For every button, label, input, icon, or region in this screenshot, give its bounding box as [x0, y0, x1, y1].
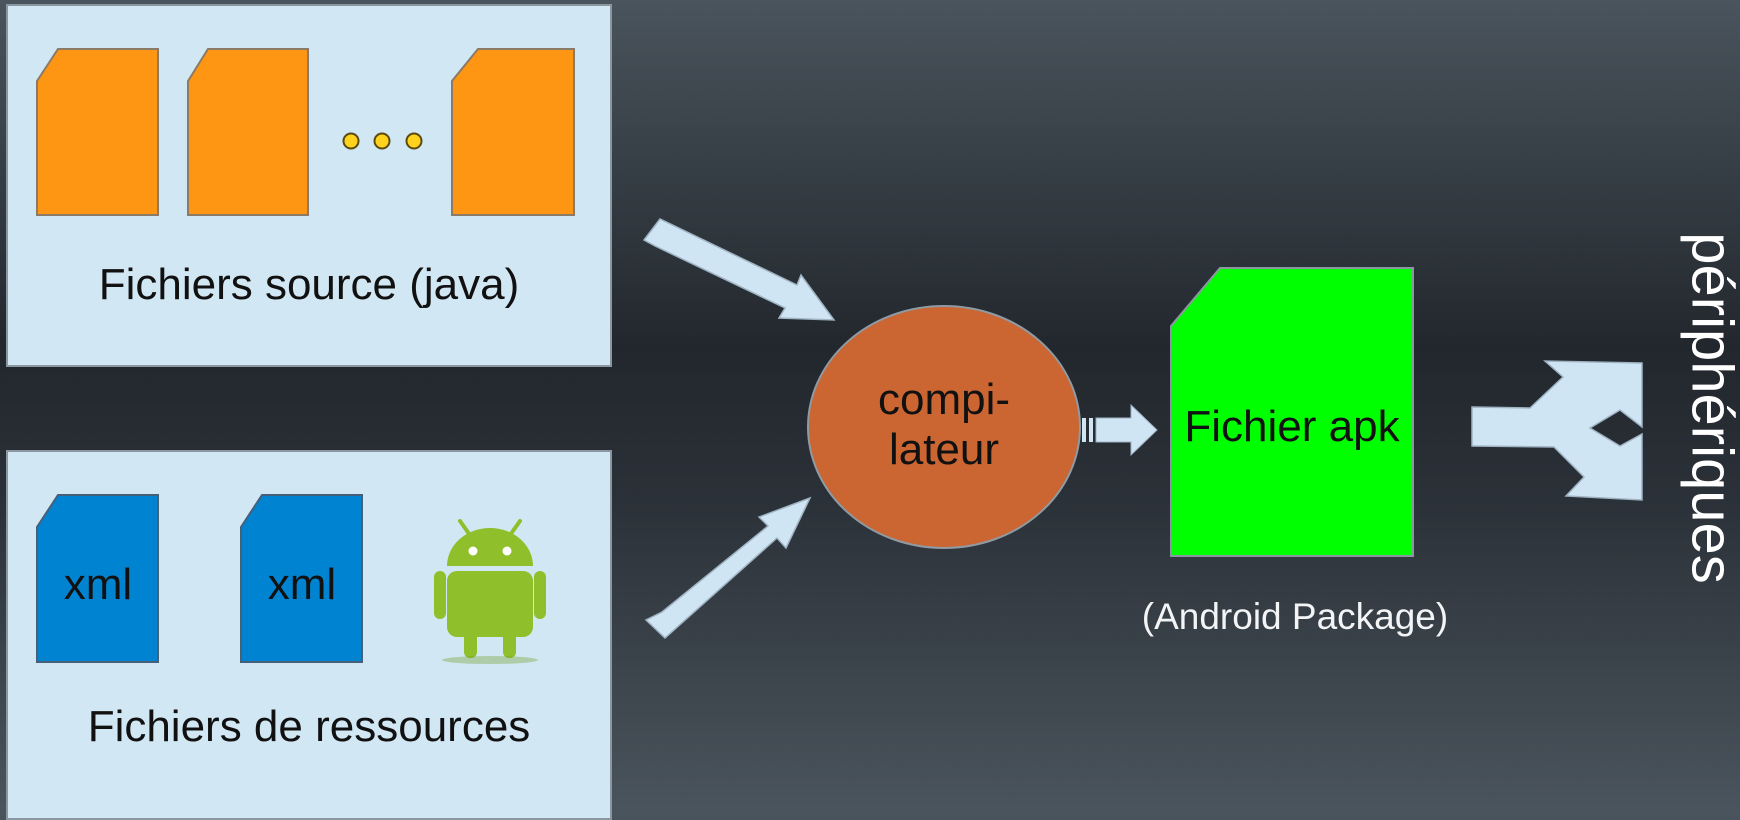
- java-file-icon: [188, 49, 308, 215]
- java-file-icon: [37, 49, 158, 215]
- devices-label: périphériques: [1679, 232, 1740, 583]
- arrow-sources-to-compiler: [644, 219, 834, 320]
- ellipsis-icon: [344, 134, 422, 149]
- xml-file-label: xml: [38, 560, 158, 610]
- apk-label: Fichier apk: [1170, 402, 1414, 452]
- apk-subtitle: (Android Package): [1100, 596, 1490, 638]
- arrow-resources-to-compiler: [646, 498, 810, 638]
- android-icon: [434, 521, 546, 664]
- compiler-label-line1: compi-: [808, 375, 1080, 425]
- arrow-compiler-to-apk: [1082, 405, 1157, 455]
- split-arrow-to-devices: [1472, 361, 1642, 500]
- compiler-label: compi- lateur: [808, 375, 1080, 475]
- xml-file-label: xml: [242, 560, 362, 610]
- java-file-icon: [452, 49, 574, 215]
- compiler-label-line2: lateur: [808, 425, 1080, 475]
